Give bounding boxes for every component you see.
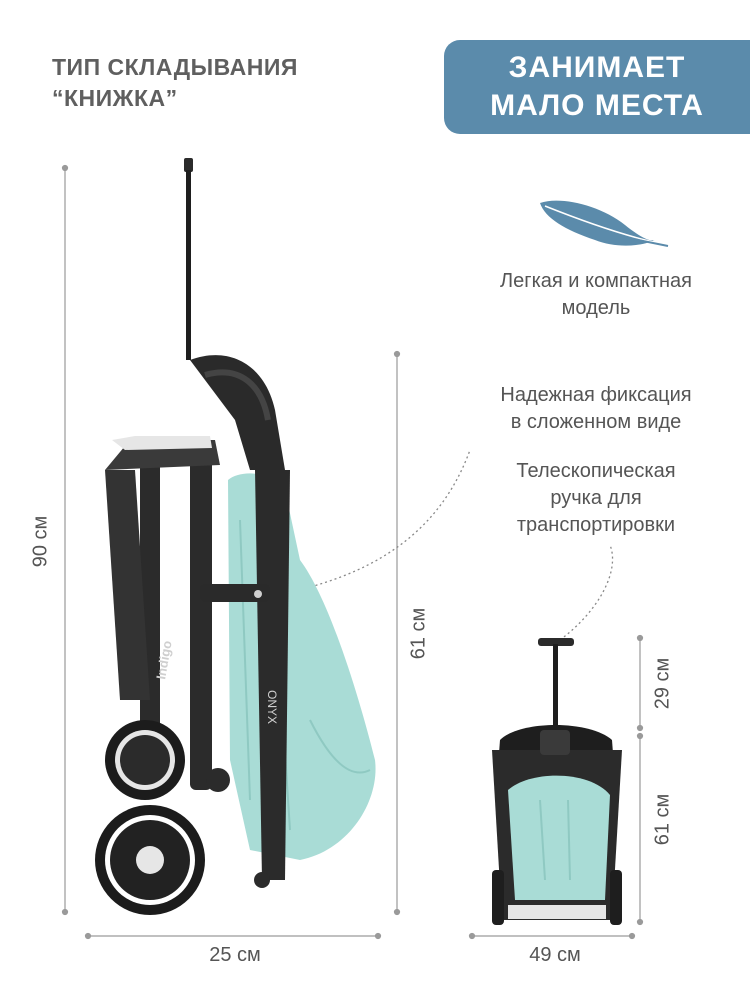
brand-label: Indigo (153, 639, 175, 680)
dim-height-total: 90 см (29, 515, 52, 568)
dimension-lines (61, 164, 644, 940)
feature-pointers (261, 449, 614, 641)
feature-light: Легкая и компактная модель (470, 268, 722, 322)
feather-icon (540, 200, 669, 247)
badge-line1: ЗАНИМАЕТ (508, 51, 686, 84)
dim-body-height: 61 см (651, 793, 674, 846)
feature-handle-line2: ручка для (550, 487, 642, 509)
dim-height-folded: 61 см (407, 607, 430, 660)
dim-handle-height: 29 см (651, 657, 674, 710)
fold-type-title: ТИП СКЛАДЫВАНИЯ “КНИЖКА” (52, 52, 382, 114)
badge-line2: МАЛО МЕСТА (490, 89, 704, 122)
feature-lock-line1: Надежная фиксация (500, 384, 692, 406)
model-label: ONYX (265, 690, 279, 724)
feature-light-line1: Легкая и компактная (500, 270, 692, 292)
fold-type-line1: ТИП СКЛАДЫВАНИЯ (52, 54, 298, 80)
feature-lock-line2: в сложенном виде (510, 411, 682, 433)
feature-handle-line1: Телескопическая (516, 460, 676, 482)
dim-width: 49 см (529, 944, 581, 966)
feature-lock: Надежная фиксация в сложенном виде (470, 382, 722, 436)
folded-stroller-front (492, 638, 622, 925)
feature-light-line2: модель (561, 297, 631, 319)
compact-badge: ЗАНИМАЕТ МАЛО МЕСТА (444, 40, 750, 134)
dim-depth: 25 см (209, 944, 261, 966)
fold-type-line2: “КНИЖКА” (52, 85, 178, 111)
feature-handle: Телескопическая ручка для транспортировк… (470, 458, 722, 539)
feature-handle-line3: транспортировки (516, 514, 676, 536)
folded-stroller-side: ONYX Indigo (95, 158, 376, 915)
